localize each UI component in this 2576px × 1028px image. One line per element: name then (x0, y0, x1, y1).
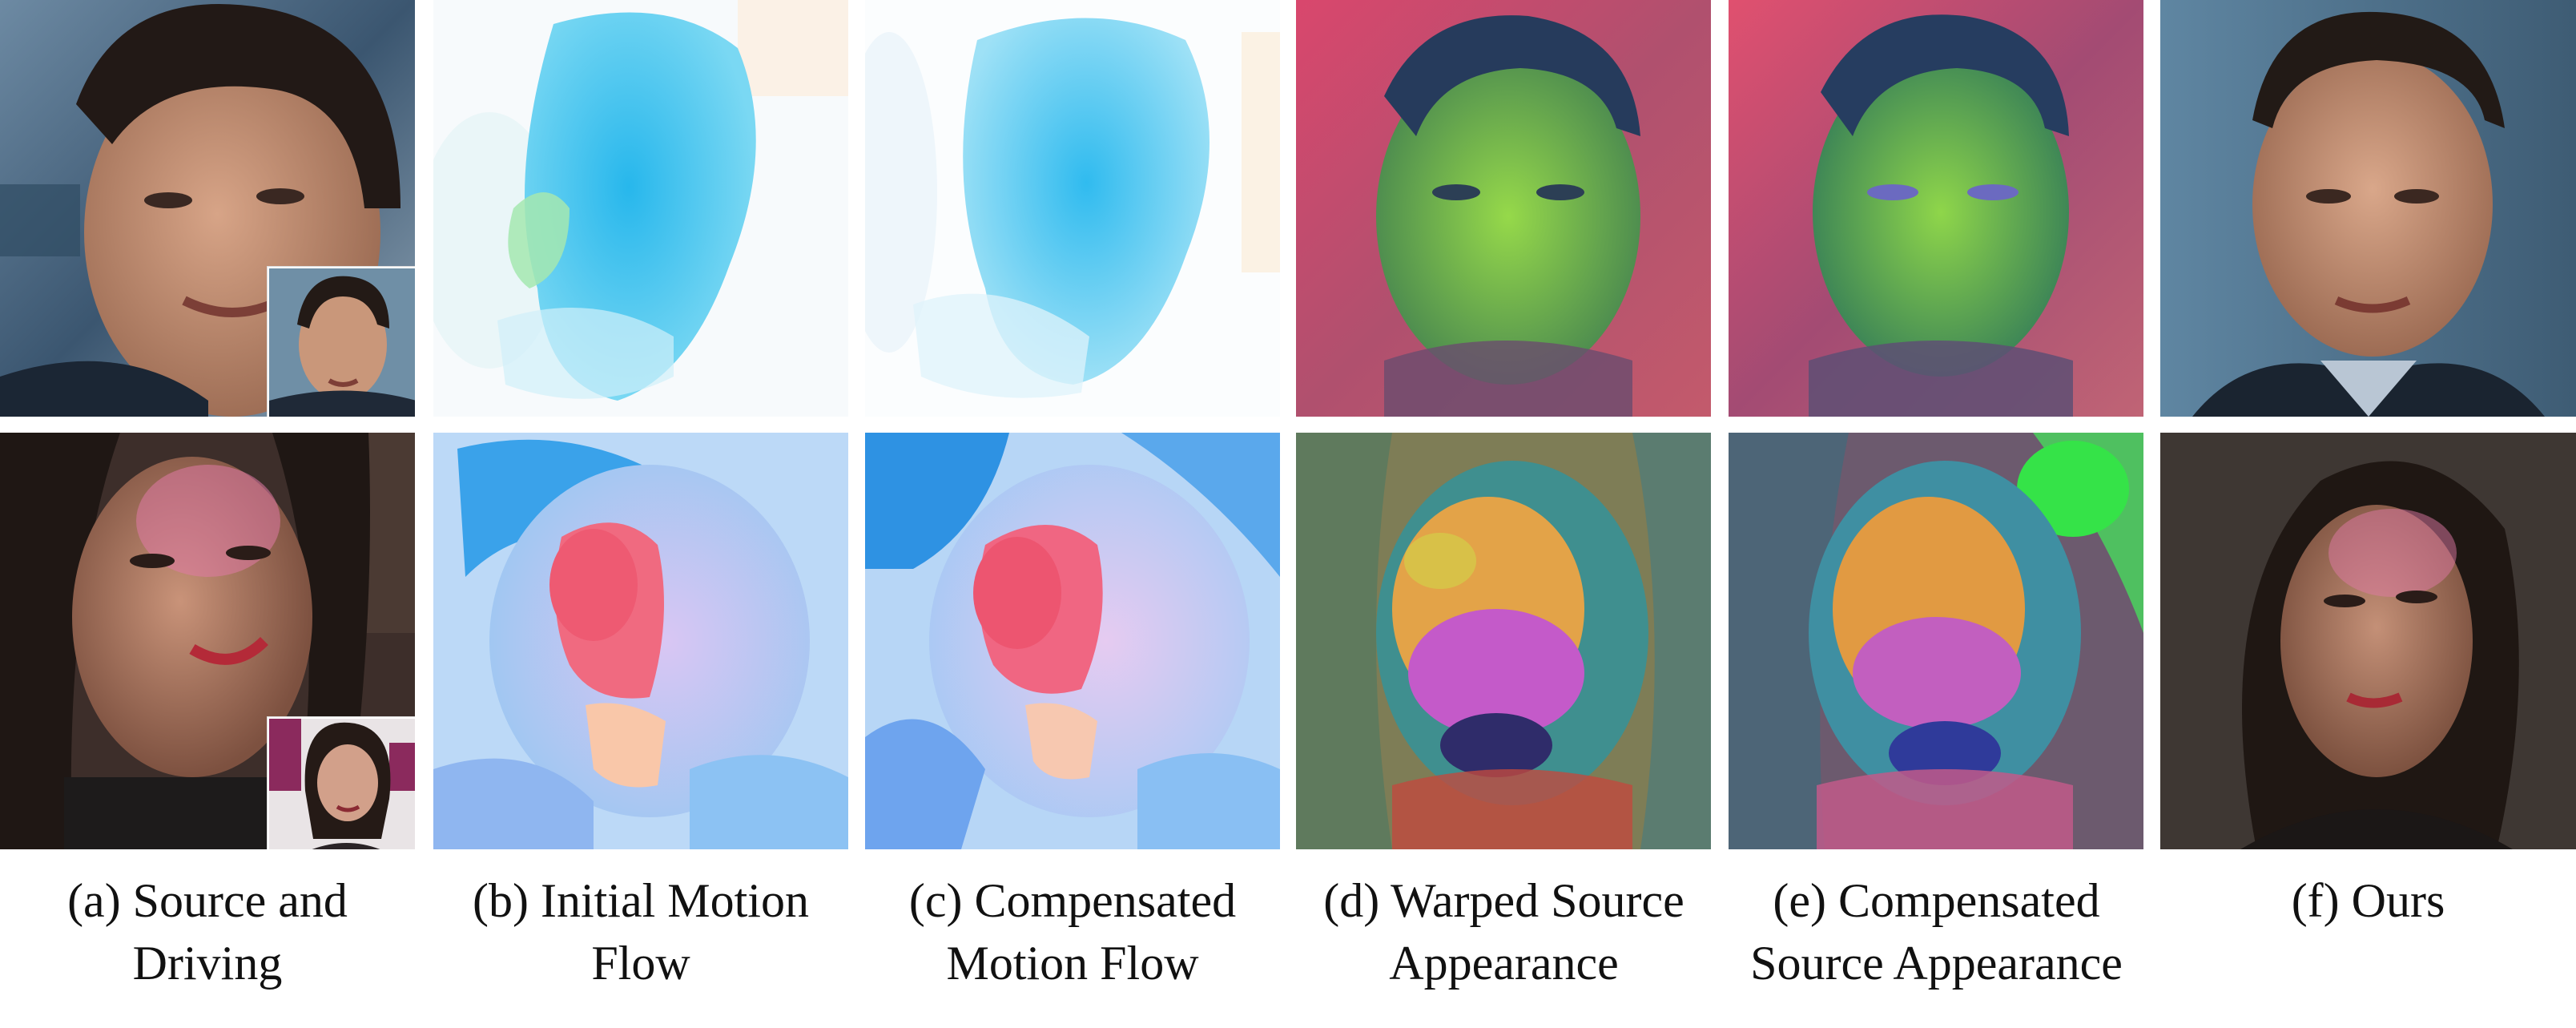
caption-f-line1: (f) Ours (2291, 874, 2445, 927)
row1-compensated-motion-flow (865, 0, 1280, 417)
row1-output-image (2160, 0, 2576, 417)
caption-c-line1: (c) Compensated (908, 874, 1237, 927)
caption-b-line1: (b) Initial Motion (473, 874, 809, 927)
row2-compensated-source-appearance (1729, 433, 2143, 849)
row2-warped-source-appearance (1296, 433, 1711, 849)
row1-warped-source-appearance (1296, 0, 1711, 417)
caption-d-line2: Appearance (1389, 937, 1619, 990)
caption-e-line2: Source Appearance (1750, 937, 2123, 990)
caption-c: (c) Compensated Motion Flow (865, 869, 1280, 994)
caption-e: (e) Compensated Source Appearance (1714, 869, 2159, 994)
row2-output-image (2160, 433, 2576, 849)
row1-source-image (0, 0, 415, 417)
caption-f: (f) Ours (2160, 869, 2576, 932)
caption-e-line1: (e) Compensated (1773, 874, 2100, 927)
row1-compensated-source-appearance (1729, 0, 2143, 417)
row2-initial-motion-flow (433, 433, 848, 849)
row1-driving-inset (268, 267, 415, 417)
caption-d-line1: (d) Warped Source (1323, 874, 1684, 927)
row1-initial-motion-flow (433, 0, 848, 417)
caption-a-line2: Driving (132, 937, 283, 990)
caption-b: (b) Initial Motion Flow (433, 869, 848, 994)
caption-d: (d) Warped Source Appearance (1282, 869, 1726, 994)
caption-c-line2: Motion Flow (946, 937, 1199, 990)
row2-compensated-motion-flow (865, 433, 1280, 849)
caption-a: (a) Source and Driving (0, 869, 415, 994)
caption-b-line2: Flow (591, 937, 690, 990)
row2-source-image (0, 433, 415, 849)
row2-driving-inset (268, 717, 415, 849)
caption-a-line1: (a) Source and (67, 874, 348, 927)
